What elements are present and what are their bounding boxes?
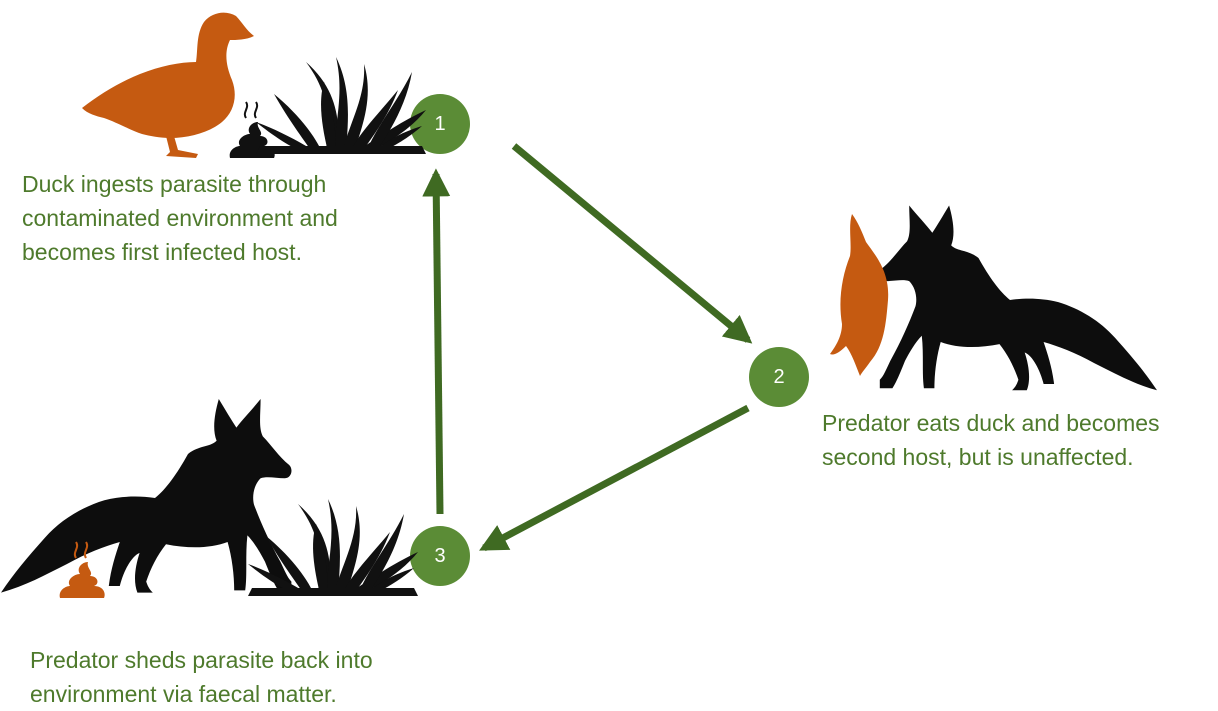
duck-icon	[82, 13, 254, 158]
step-1-caption-line: becomes first infected host.	[22, 235, 338, 269]
step-2-number: 2	[773, 366, 784, 388]
step-3-caption: Predator sheds parasite back into enviro…	[30, 643, 373, 711]
arrow-3-to-1	[436, 174, 440, 514]
step-1-caption: Duck ingests parasite through contaminat…	[22, 167, 338, 269]
step-3-number: 3	[434, 545, 445, 567]
step-1-number: 1	[434, 113, 445, 135]
arrow-1-to-2	[514, 146, 748, 340]
step-1-caption-line: Duck ingests parasite through	[22, 167, 338, 201]
step-2-marker: 2	[749, 347, 809, 407]
grass-icon-step-1	[256, 57, 426, 154]
step-2-caption-line: second host, but is unaffected.	[822, 440, 1160, 474]
step-3-caption-line: Predator sheds parasite back into	[30, 643, 373, 677]
step-2-caption: Predator eats duck and becomes second ho…	[822, 406, 1160, 474]
step-1-caption-line: contaminated environment and	[22, 201, 338, 235]
fox-icon-step-3	[1, 399, 291, 593]
fox-icon-step-2	[880, 206, 1157, 391]
step-1-marker: 1	[410, 94, 470, 154]
step-3-caption-line: environment via faecal matter.	[30, 677, 373, 711]
dead-duck-icon	[830, 214, 888, 376]
grass-icon-step-3	[248, 499, 418, 596]
fox-with-duck-icon	[830, 206, 1157, 391]
step-3-marker: 3	[410, 526, 470, 586]
step-2-caption-line: Predator eats duck and becomes	[822, 406, 1160, 440]
arrow-2-to-3	[484, 408, 748, 548]
